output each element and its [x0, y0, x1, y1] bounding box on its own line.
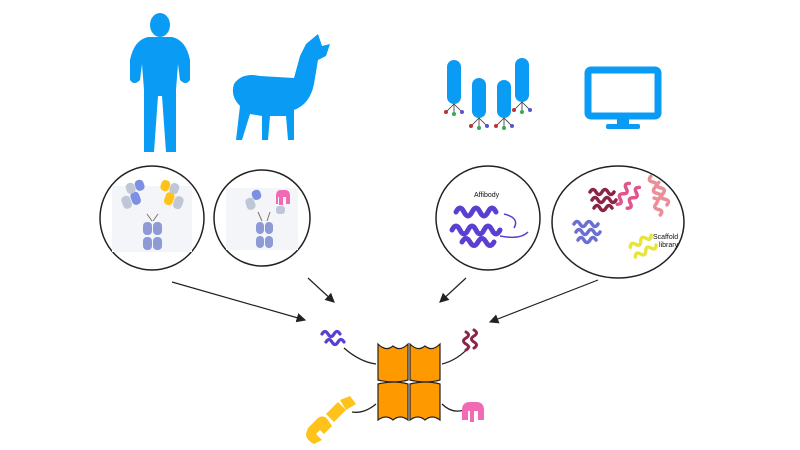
scaffold-label-line2: library	[659, 242, 679, 249]
affibody-helices	[449, 205, 503, 248]
arrow-2	[307, 277, 335, 303]
heavy-chain-antibody-circle	[213, 169, 311, 267]
core-domains	[377, 342, 441, 422]
arrows	[171, 277, 599, 324]
antibody-structure	[121, 179, 184, 250]
human-icon	[130, 13, 190, 152]
arrow-4	[488, 279, 599, 324]
hcab-structure	[245, 189, 290, 248]
maroon-helix-binder	[462, 328, 478, 352]
computer-monitor-icon	[584, 66, 662, 129]
multispecific-construct	[306, 328, 484, 444]
scaffold-library-circle: Scaffold library	[551, 165, 685, 279]
pink-nanobody	[462, 402, 484, 422]
affibody-label: Affibody	[474, 192, 500, 199]
conventional-antibody-circle	[99, 165, 205, 271]
scaffold-structures	[572, 174, 671, 259]
yellow-binding-domain	[306, 396, 356, 444]
purple-helix-binder	[320, 329, 346, 347]
affibody-circle: Affibody	[435, 165, 541, 271]
llama-icon	[232, 34, 330, 140]
cell-display-icon	[444, 58, 532, 130]
scaffold-label-line1: Scaffold	[653, 234, 678, 241]
arrow-3	[439, 277, 467, 303]
arrow-1	[171, 281, 307, 323]
